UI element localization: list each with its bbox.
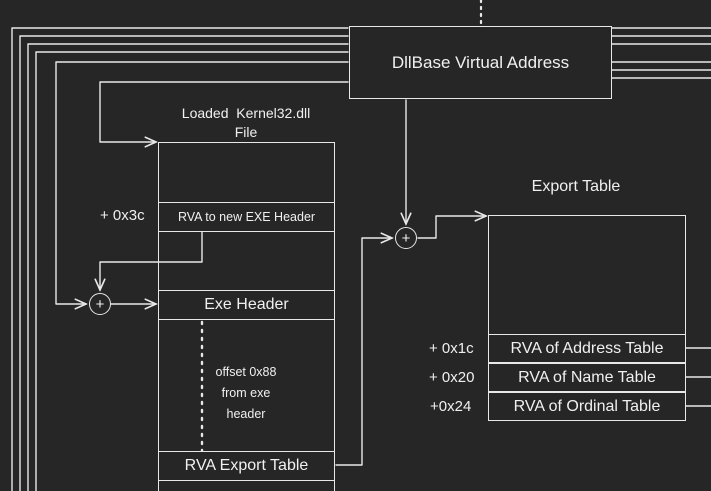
rva-ordinal-table-field: RVA of Ordinal Table xyxy=(488,392,686,421)
export-table-title: Export Table xyxy=(531,178,621,195)
rva-export-table-label: RVA Export Table xyxy=(184,457,309,474)
dllbase-box: DllBase Virtual Address xyxy=(349,26,612,99)
rva-export-table-field: RVA Export Table xyxy=(158,451,335,481)
exe-header-label: Exe Header xyxy=(204,296,289,313)
offset-note-line2: from exe xyxy=(221,386,271,400)
offset-name-table: + 0x20 xyxy=(429,369,475,386)
offset-note-line3: header xyxy=(226,407,266,421)
rva-new-exe-header-field: RVA to new EXE Header xyxy=(158,202,335,232)
rva-ordinal-table-label: RVA of Ordinal Table xyxy=(513,397,661,415)
loaded-file-title-line2: File xyxy=(234,124,258,140)
rva-address-table-label: RVA of Address Table xyxy=(510,339,664,357)
adder-left: + xyxy=(89,293,111,315)
offset-address-table: + 0x1c xyxy=(429,340,474,357)
adder-right: + xyxy=(395,227,417,249)
offset-note: offset 0x88 from exe header xyxy=(206,362,286,425)
rva-address-table-field: RVA of Address Table xyxy=(488,334,686,363)
loaded-file-title: Loaded Kernel32.dll File xyxy=(160,104,332,142)
rva-new-exe-header-label: RVA to new EXE Header xyxy=(177,210,316,224)
exe-header-field: Exe Header xyxy=(158,290,335,320)
dllbase-label: DllBase Virtual Address xyxy=(391,52,570,72)
adder-left-symbol: + xyxy=(95,295,105,313)
loaded-file-title-line1: Loaded Kernel32.dll xyxy=(181,105,311,121)
adder-right-symbol: + xyxy=(401,229,411,247)
offset-note-line1: offset 0x88 xyxy=(215,365,277,379)
offset-ordinal-table: +0x24 xyxy=(430,398,472,415)
offset-new-exe-header: + 0x3c xyxy=(100,207,145,224)
rva-name-table-label: RVA of Name Table xyxy=(518,368,656,386)
rva-name-table-field: RVA of Name Table xyxy=(488,363,686,392)
